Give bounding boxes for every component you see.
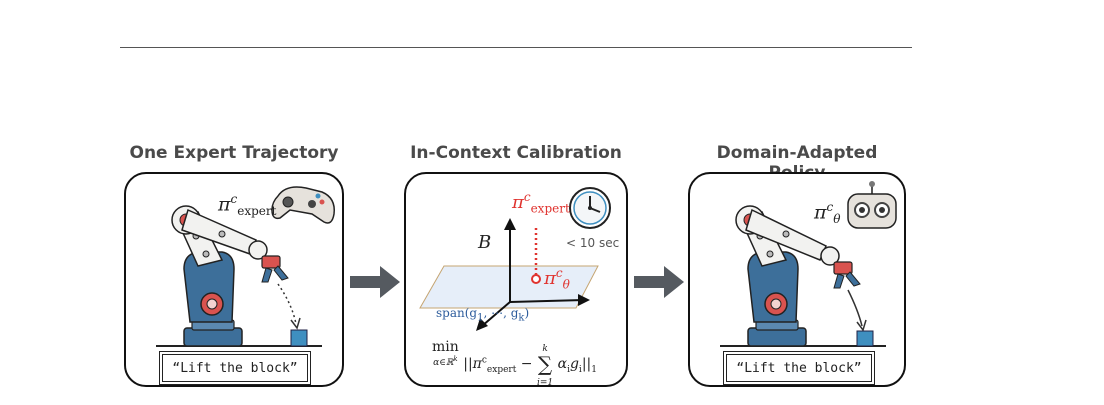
calibration-plot <box>419 187 611 331</box>
title-left: One Expert Trajectory <box>129 143 339 163</box>
pi-theta-projection: πcθ <box>544 266 570 292</box>
time-label: < 10 sec <box>566 236 620 250</box>
pi-expert-target: πcexpert <box>512 190 570 216</box>
panel-expert-trajectory: πcexpert “Lift the block” <box>124 172 344 387</box>
formula: min α∈ℝk ||πcexpert − k ∑ i=1 αigi||1 <box>432 339 597 388</box>
top-rule <box>120 47 912 48</box>
span-label: span(g1, ⋯, gk) <box>436 306 530 324</box>
axis-label-b: B <box>478 232 492 253</box>
command-box-left: “Lift the block” <box>159 351 311 385</box>
pi-theta-label: πcθ <box>814 200 841 227</box>
panel-domain-adapted-policy: πcθ “Lift the block” <box>688 172 906 387</box>
robot-head-icon <box>847 181 897 229</box>
pi-expert-label: πcexpert <box>218 192 277 219</box>
robot-arm-left <box>156 186 335 347</box>
title-middle: In-Context Calibration <box>410 143 622 163</box>
gamepad-icon <box>271 186 335 224</box>
clock-icon <box>569 187 611 229</box>
command-box-right: “Lift the block” <box>723 351 875 385</box>
arrow-right-icon <box>350 266 400 298</box>
panel-in-context-calibration: πcexpert πcθ B < 10 sec span(g1, ⋯, gk) … <box>404 172 628 388</box>
robot-arm-right <box>720 181 897 347</box>
arrow-right-icon <box>634 266 684 298</box>
